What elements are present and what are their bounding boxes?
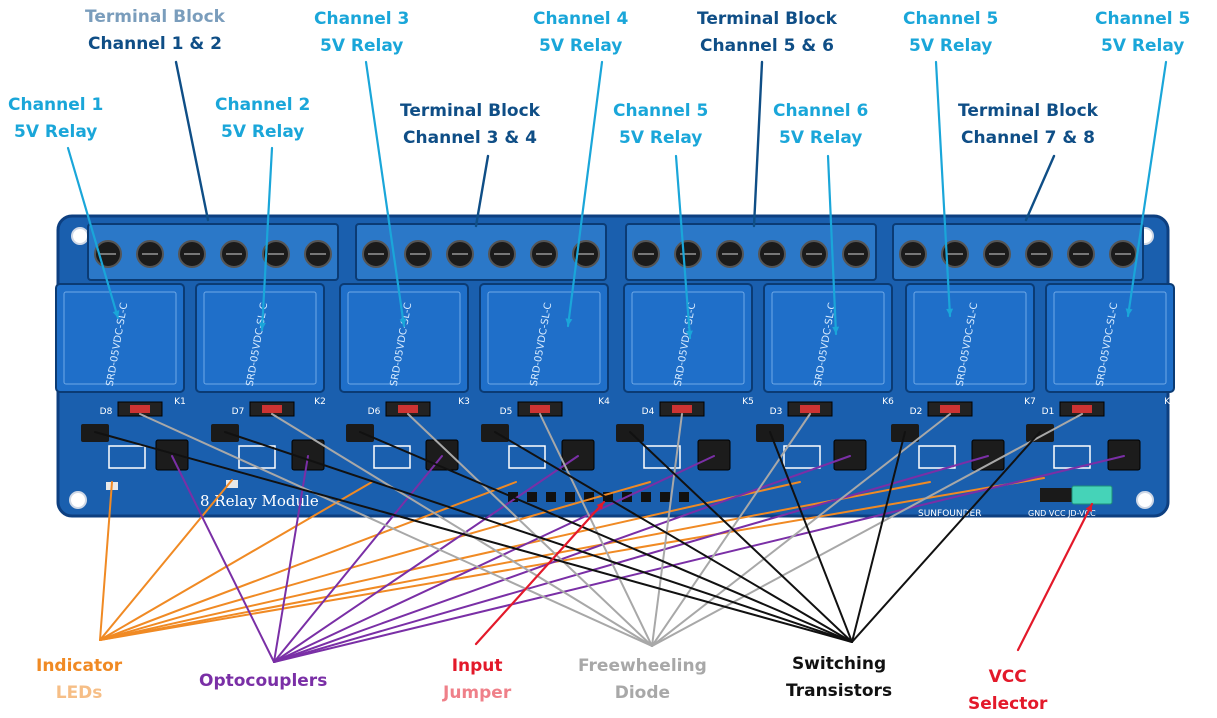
diode-band — [1072, 405, 1092, 413]
terminal-block — [88, 224, 338, 280]
diode-band — [262, 405, 282, 413]
diode-label: D8 — [100, 407, 113, 417]
relay-label: K3 — [458, 397, 470, 407]
relay-label: K1 — [174, 397, 186, 407]
optocoupler — [698, 440, 730, 470]
relay-label: K4 — [598, 397, 610, 407]
diode-label: D6 — [368, 407, 381, 417]
relay-label: K2 — [314, 397, 326, 407]
optocoupler — [562, 440, 594, 470]
diode-band — [530, 405, 550, 413]
label-channel-2-relay: Channel 25V Relay — [215, 92, 310, 146]
callout-tb78 — [1026, 156, 1054, 220]
header-pin — [546, 492, 556, 502]
diode-label: D4 — [642, 407, 655, 417]
relay-label: K5 — [742, 397, 754, 407]
mounting-hole — [70, 492, 86, 508]
callout-vcc-selector — [1018, 504, 1092, 650]
callout-tb12 — [176, 62, 208, 220]
header-pin — [565, 492, 575, 502]
diode-label: D3 — [770, 407, 783, 417]
header-pin — [660, 492, 670, 502]
relay-board: SRD-05VDC-SL-CK1SRD-05VDC-SL-CK2SRD-05VD… — [56, 216, 1176, 519]
label-optocouplers: Optocouplers — [199, 668, 327, 695]
terminal-block — [626, 224, 876, 280]
diode-label: D2 — [910, 407, 923, 417]
callout-tb56 — [754, 62, 762, 226]
diode-band — [398, 405, 418, 413]
diode-band — [672, 405, 692, 413]
optocoupler — [834, 440, 866, 470]
label-channel-6-relay: Channel 65V Relay — [773, 98, 868, 152]
diode-band — [130, 405, 150, 413]
diode-band — [940, 405, 960, 413]
board-brand-text: SUNFOUNDER — [918, 509, 981, 519]
diode-band — [800, 405, 820, 413]
diode-label: D7 — [232, 407, 245, 417]
relay-label: K8 — [1164, 397, 1176, 407]
header-pin — [679, 492, 689, 502]
mounting-hole — [72, 228, 88, 244]
diode-label: D1 — [1042, 407, 1055, 417]
diode-label: D5 — [500, 407, 513, 417]
vcc-jumper — [1072, 486, 1112, 504]
relay-label: K6 — [882, 397, 894, 407]
mounting-hole — [1137, 492, 1153, 508]
header-pin — [527, 492, 537, 502]
terminal-block — [893, 224, 1143, 280]
relay-label: K7 — [1024, 397, 1036, 407]
header-pin — [641, 492, 651, 502]
